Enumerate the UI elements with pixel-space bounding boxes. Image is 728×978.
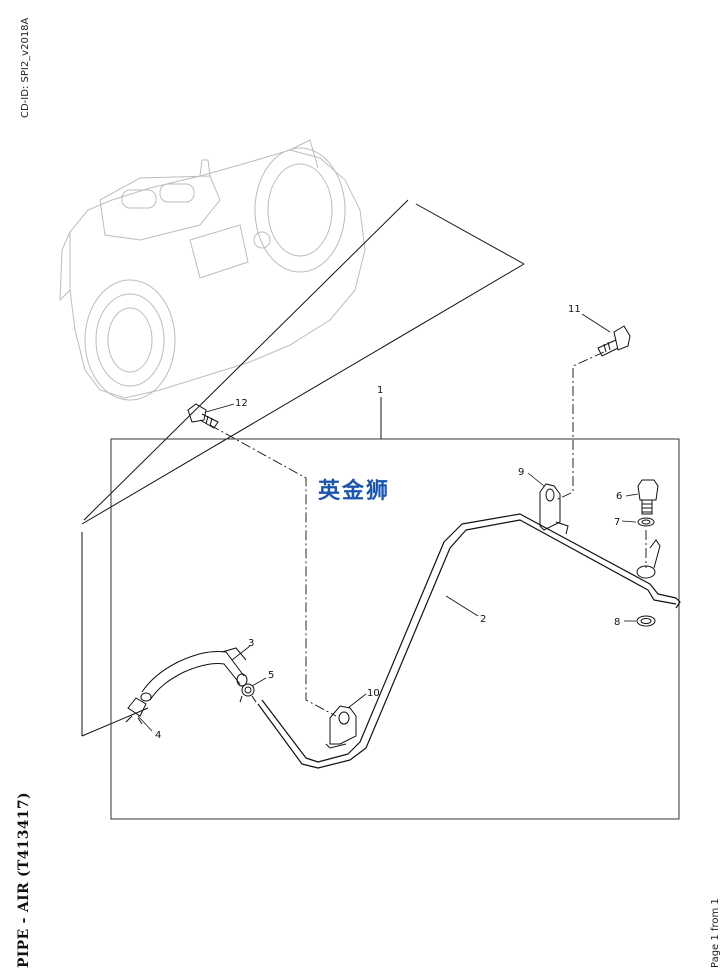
- callout-leaders: [137, 313, 639, 732]
- banjo-fitting: [636, 539, 661, 579]
- turbocharger-ghost: [59, 139, 366, 401]
- banjo-bolt: [637, 479, 659, 515]
- callout-3: 3: [248, 638, 254, 649]
- air-pipe: [257, 513, 681, 769]
- callout-9: 9: [518, 467, 524, 478]
- callout-10: 10: [367, 688, 380, 699]
- callout-2: 2: [480, 614, 486, 625]
- hose-clamp: [125, 697, 147, 725]
- washers: [636, 517, 656, 627]
- bracket-10: [325, 705, 357, 749]
- callout-6: 6: [616, 491, 622, 502]
- assembly-frame: [110, 438, 680, 820]
- pipe-clamp: [239, 683, 257, 703]
- bolt-11: [597, 325, 631, 357]
- callout-12: 12: [235, 398, 248, 409]
- callout-11: 11: [568, 304, 581, 315]
- callout-1: 1: [377, 385, 383, 396]
- hose: [140, 647, 248, 702]
- center-lines: [209, 351, 647, 717]
- bolt-12: [187, 403, 219, 429]
- bracket-9: [539, 483, 569, 535]
- callout-numbers: 1 2 3 4 5 6 7 8 9 10 11 12: [155, 304, 622, 741]
- callout-4: 4: [155, 730, 161, 741]
- reference-lines: [81, 199, 525, 737]
- callout-7: 7: [614, 517, 620, 528]
- callout-5: 5: [268, 670, 274, 681]
- watermark: 英金狮: [318, 478, 390, 504]
- callout-8: 8: [614, 617, 620, 628]
